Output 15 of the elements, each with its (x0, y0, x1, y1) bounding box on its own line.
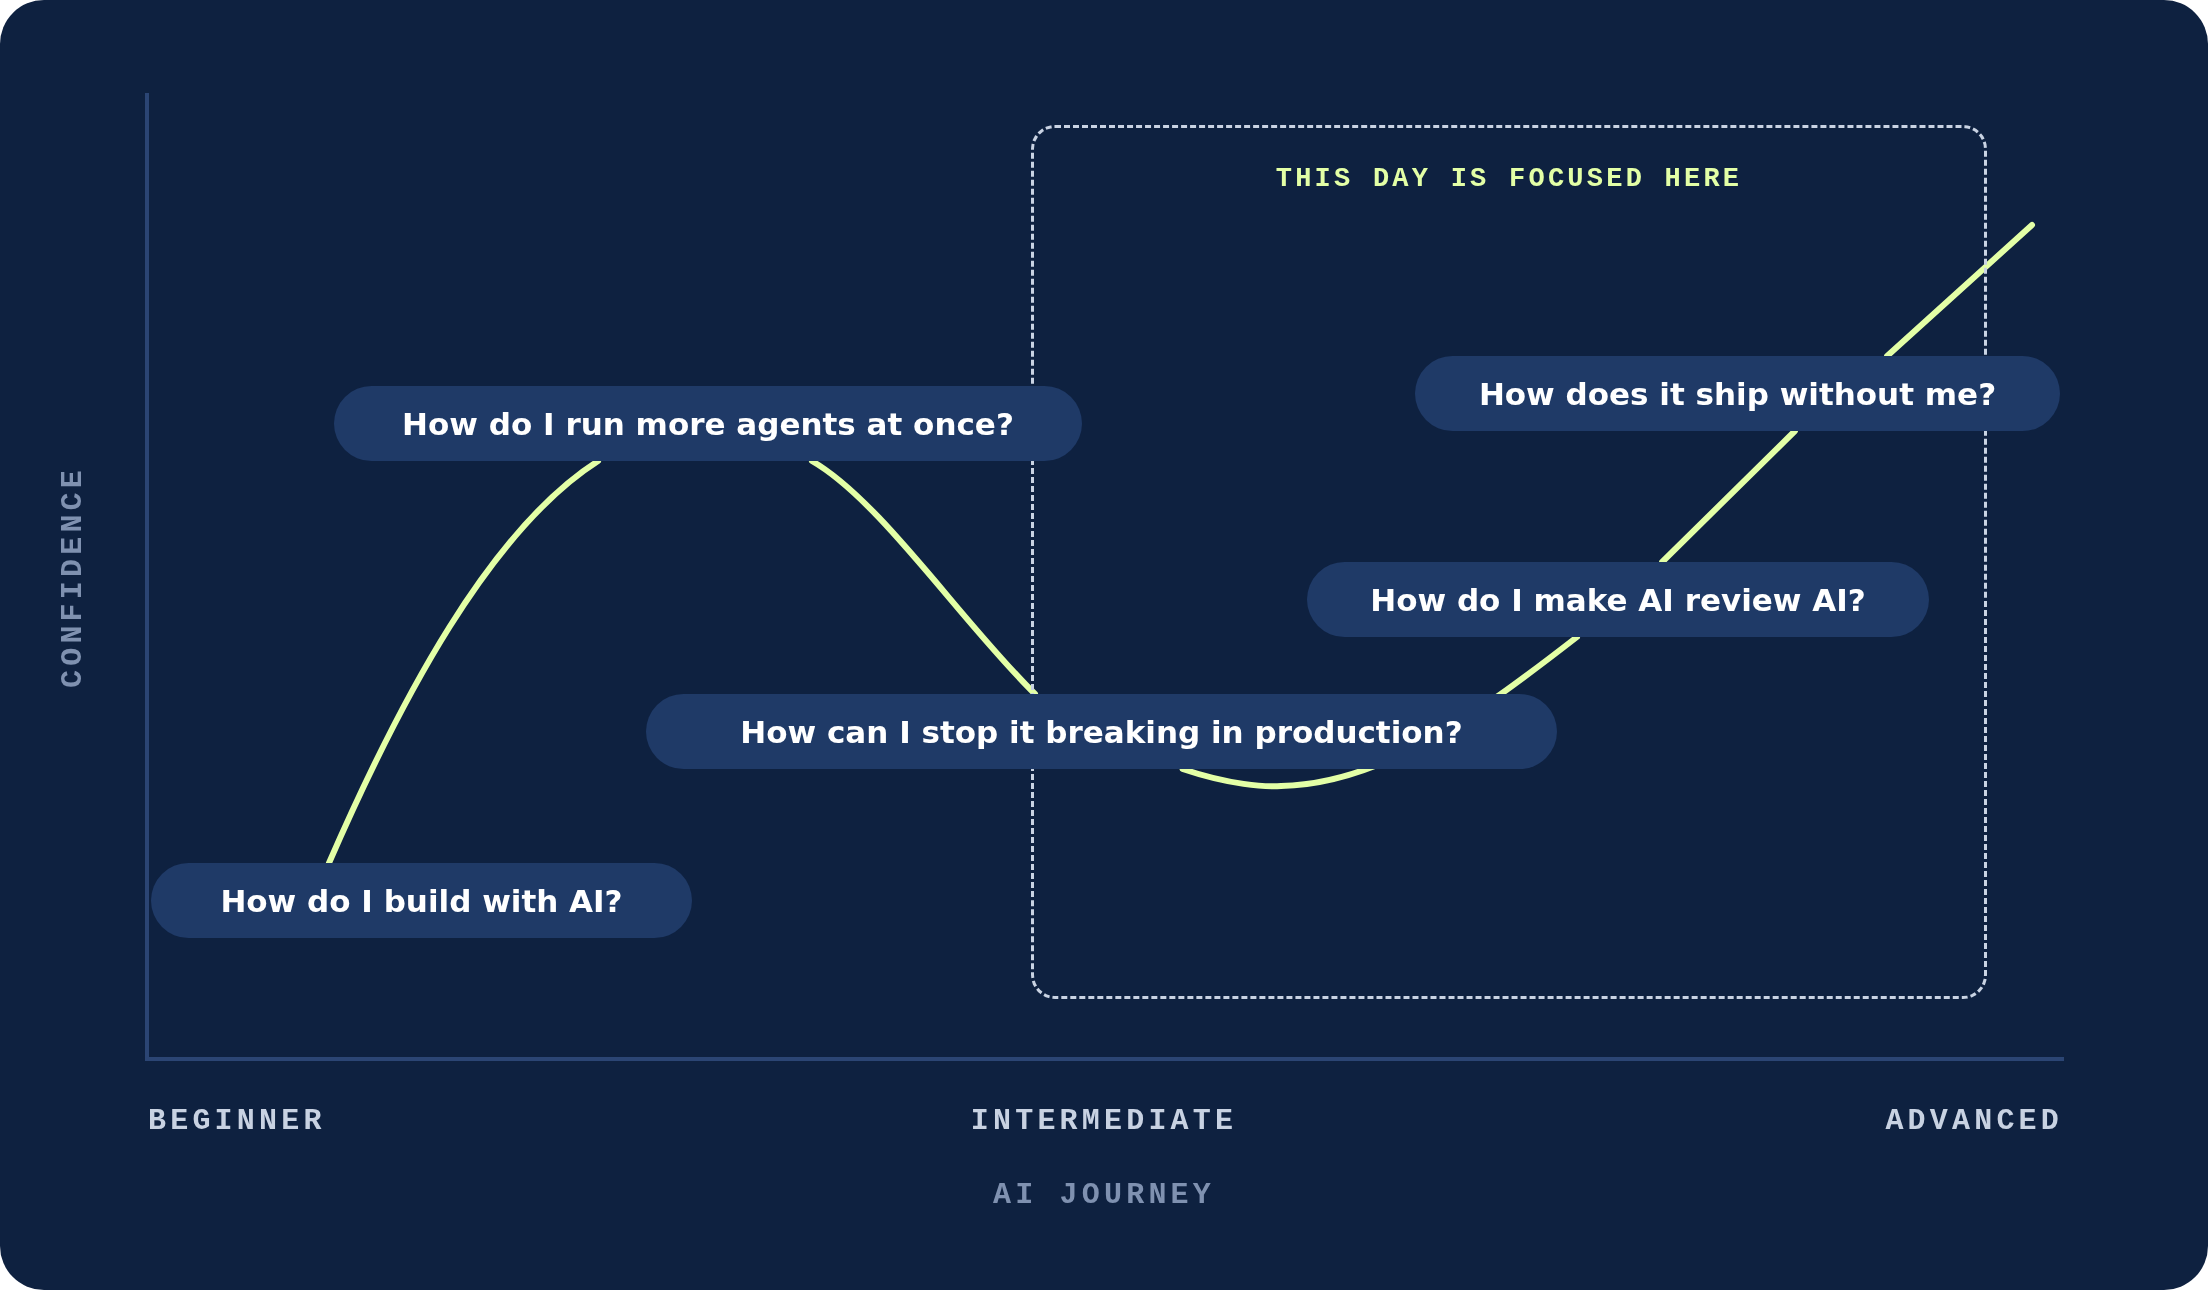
curve-line (326, 458, 602, 866)
curve-line (808, 458, 1038, 697)
axis-label: BEGINNER (148, 1104, 326, 1138)
focus-heading: THIS DAY IS FOCUSED HERE (1274, 164, 1744, 194)
question-pill: How do I build with AI? (151, 863, 692, 938)
question-pill: How does it ship without me? (1415, 356, 2060, 431)
curve-line (1884, 222, 2035, 359)
axis-label: CONFIDENCE (56, 466, 90, 688)
axis-label: INTERMEDIATE (970, 1104, 1238, 1138)
question-pill: How do I run more agents at once? (334, 386, 1082, 461)
curve-line (1659, 428, 1798, 565)
axis-label: AI JOURNEY (993, 1178, 1215, 1212)
question-pill: How do I make AI review AI? (1307, 562, 1929, 637)
axis-label: ADVANCED (1885, 1104, 2063, 1138)
question-pill: How can I stop it breaking in production? (646, 694, 1557, 769)
